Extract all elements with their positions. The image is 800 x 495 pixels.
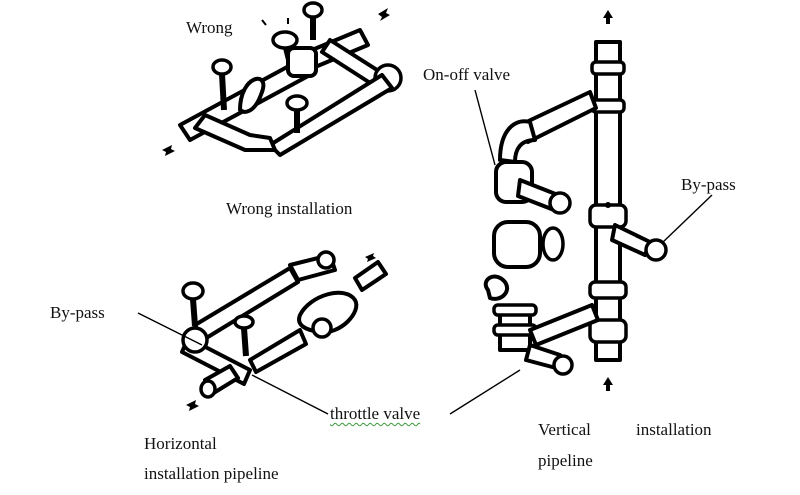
elbow-fitting [498, 119, 537, 164]
leader-line-throttle-left [251, 374, 329, 415]
valve-handwheel-icon [316, 250, 336, 270]
label-throttle-valve: throttle valve [330, 404, 421, 423]
pipe-segment [528, 303, 600, 347]
pipe-segment [193, 113, 277, 152]
label-bypass-left: By-pass [50, 303, 105, 322]
valve-body [286, 46, 318, 78]
handwheel-icon [233, 314, 255, 330]
handwheel-icon [211, 58, 233, 76]
caption-pipeline-word: pipeline [538, 451, 593, 470]
valve-handwheel-icon [311, 317, 333, 339]
horizontal-installation-figure [180, 250, 388, 411]
flow-arrow-icon [603, 10, 613, 24]
handwheel-icon [548, 191, 572, 215]
flow-arrow-icon [365, 253, 376, 262]
leader-line-bypass-left [137, 312, 203, 346]
main-riser-pipe [594, 40, 622, 362]
label-wrong: Wrong [186, 18, 233, 37]
handwheel-icon [302, 1, 324, 19]
vertical-installation-figure [483, 10, 668, 391]
caption-horizontal-line1: Horizontal [144, 434, 217, 453]
wrong-installation-figure [162, 1, 403, 157]
caption-wrong-installation: Wrong installation [226, 199, 353, 218]
pipe-segment [353, 260, 388, 292]
caption-horizontal-line2: installation pipeline [144, 464, 279, 483]
caption-vertical-word: Vertical [538, 420, 591, 439]
handwheel-icon [552, 354, 574, 376]
label-bypass-right: By-pass [681, 175, 736, 194]
leader-line-bypass-right [661, 194, 713, 244]
label-onoff-valve: On-off valve [423, 65, 511, 84]
caption-installation-word: installation [636, 420, 712, 439]
flow-arrow-icon [186, 400, 199, 411]
bypass-loop [238, 76, 266, 114]
handwheel-icon [181, 281, 205, 301]
bypass-valve-stem [610, 223, 652, 257]
handwheel-icon [271, 30, 299, 50]
handwheel-icon [541, 226, 565, 262]
elbow-fitting [181, 326, 209, 354]
pipe-segment [248, 328, 308, 374]
valve-body [492, 220, 542, 269]
handwheel-icon [285, 94, 309, 112]
flow-arrow-icon [603, 377, 613, 391]
flow-arrow-icon [378, 8, 390, 21]
leader-line-onoff [474, 89, 496, 166]
leader-line-throttle-right [449, 369, 521, 415]
handwheel-icon [644, 238, 668, 262]
flow-arrow-icon [162, 145, 175, 156]
